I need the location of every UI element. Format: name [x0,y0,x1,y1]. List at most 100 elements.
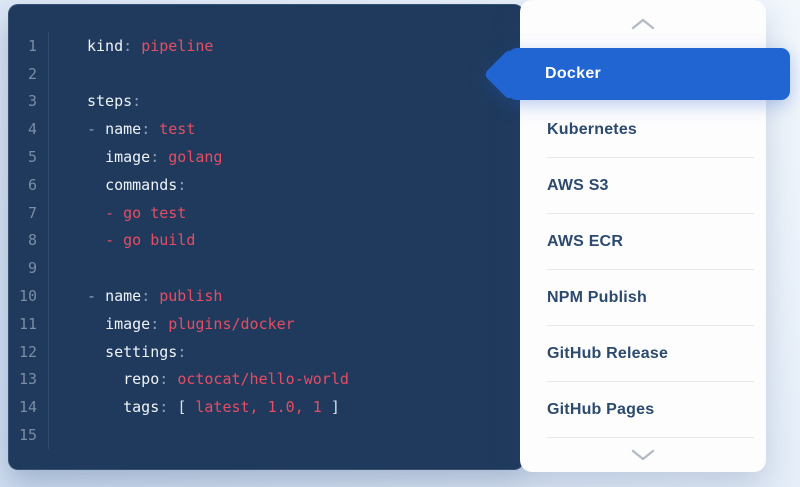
code-token: name [105,287,142,306]
code-text: steps: [49,88,141,116]
sidebar-item-kubernetes[interactable]: Kubernetes [520,102,766,158]
code-token: pipeline [141,36,214,55]
code-token [87,343,105,361]
code-token [87,148,105,166]
line-number: 9 [9,254,49,283]
code-text: - name: test [49,115,195,143]
line-number: 13 [9,365,49,394]
code-text: image: golang [49,143,222,171]
code-token: [ [177,398,196,417]
code-token: - [87,287,106,306]
sidebar-item-label: AWS S3 [547,177,609,194]
code-line: 6 commands: [9,170,523,199]
code-token [87,204,105,222]
code-token: steps [87,92,133,111]
code-token: : [150,314,169,333]
code-token: test [159,120,196,139]
line-number: 12 [9,337,49,366]
line-number: 11 [9,309,49,338]
sidebar-item-label: AWS ECR [547,233,624,250]
code-line: 14 tags: [ latest, 1.0, 1 ] [9,393,523,422]
sidebar-item-aws-s3[interactable]: AWS S3 [520,158,766,214]
code-token: name [105,120,142,139]
code-token: octocat/hello-world [177,370,349,389]
code-token: kind [87,36,124,55]
divider [547,157,754,158]
code-token: repo [123,370,160,389]
code-token: image [105,148,151,167]
divider [547,213,754,214]
sidebar-item-github-release[interactable]: GitHub Release [520,326,766,382]
ribbon-body [508,48,790,100]
chevron-up-icon [631,18,655,30]
selected-item-label: Docker [545,65,602,82]
code-text: - go test [49,199,186,227]
line-number: 5 [9,143,49,171]
code-text: commands: [49,171,186,199]
line-number: 15 [9,421,49,449]
code-line: 7 - go test [9,198,523,227]
sidebar-item-label: NPM Publish [547,289,647,306]
code-token: : [177,175,187,194]
line-number: 1 [9,32,49,60]
code-token: ] [321,398,340,417]
code-text: image: plugins/docker [49,310,295,338]
divider [547,381,754,382]
code-token [87,398,123,416]
code-token: - go build [105,231,196,250]
code-token: image [105,314,151,333]
code-line: 8 - go build [9,226,523,255]
code-text [49,421,87,449]
scroll-up-button[interactable] [520,0,766,48]
line-number: 6 [9,170,49,199]
sidebar-item-label: GitHub Pages [547,401,655,418]
code-token: : [159,398,178,417]
code-line: 13 repo: octocat/hello-world [9,365,523,394]
sidebar-item-docker-selected[interactable]: Docker [482,47,790,101]
code-line: 5 image: golang [9,143,523,171]
sidebar-item-github-pages[interactable]: GitHub Pages [520,382,766,438]
code-token [87,231,105,249]
line-number: 10 [9,282,49,310]
code-token: publish [159,287,223,306]
code-line: 2 [9,59,523,88]
code-token [87,315,105,333]
code-token: - go test [105,203,187,222]
code-token: : [123,36,142,55]
line-number: 2 [9,59,49,88]
code-token: plugins/docker [168,314,295,333]
code-token: latest, 1.0, 1 [195,398,322,417]
code-line: 10- name: publish [9,282,523,310]
sidebar-item-aws-ecr[interactable]: AWS ECR [520,214,766,270]
code-text: settings: [49,338,186,366]
divider [547,437,754,438]
line-number: 3 [9,87,49,116]
code-token: golang [168,148,223,167]
code-token: : [159,370,178,389]
code-text [49,254,87,282]
code-line: 12 settings: [9,337,523,366]
code-token: : [141,120,160,139]
code-token: tags [123,398,160,417]
code-line: 9 [9,254,523,283]
code-token: : [150,148,169,167]
code-text [49,60,87,88]
line-number: 7 [9,198,49,227]
scroll-down-button[interactable] [520,438,766,472]
code-token [87,370,123,388]
sidebar-item-npm-publish[interactable]: NPM Publish [520,270,766,326]
code-text: - go build [49,227,195,255]
line-number: 14 [9,393,49,422]
code-line: 11 image: plugins/docker [9,309,523,338]
chevron-down-icon [631,449,655,461]
code-line: 4- name: test [9,115,523,144]
code-text: repo: octocat/hello-world [49,366,349,394]
code-text: kind: pipeline [49,32,213,60]
code-token: settings [105,342,178,361]
code-line: 15 [9,421,523,449]
divider [547,269,754,270]
